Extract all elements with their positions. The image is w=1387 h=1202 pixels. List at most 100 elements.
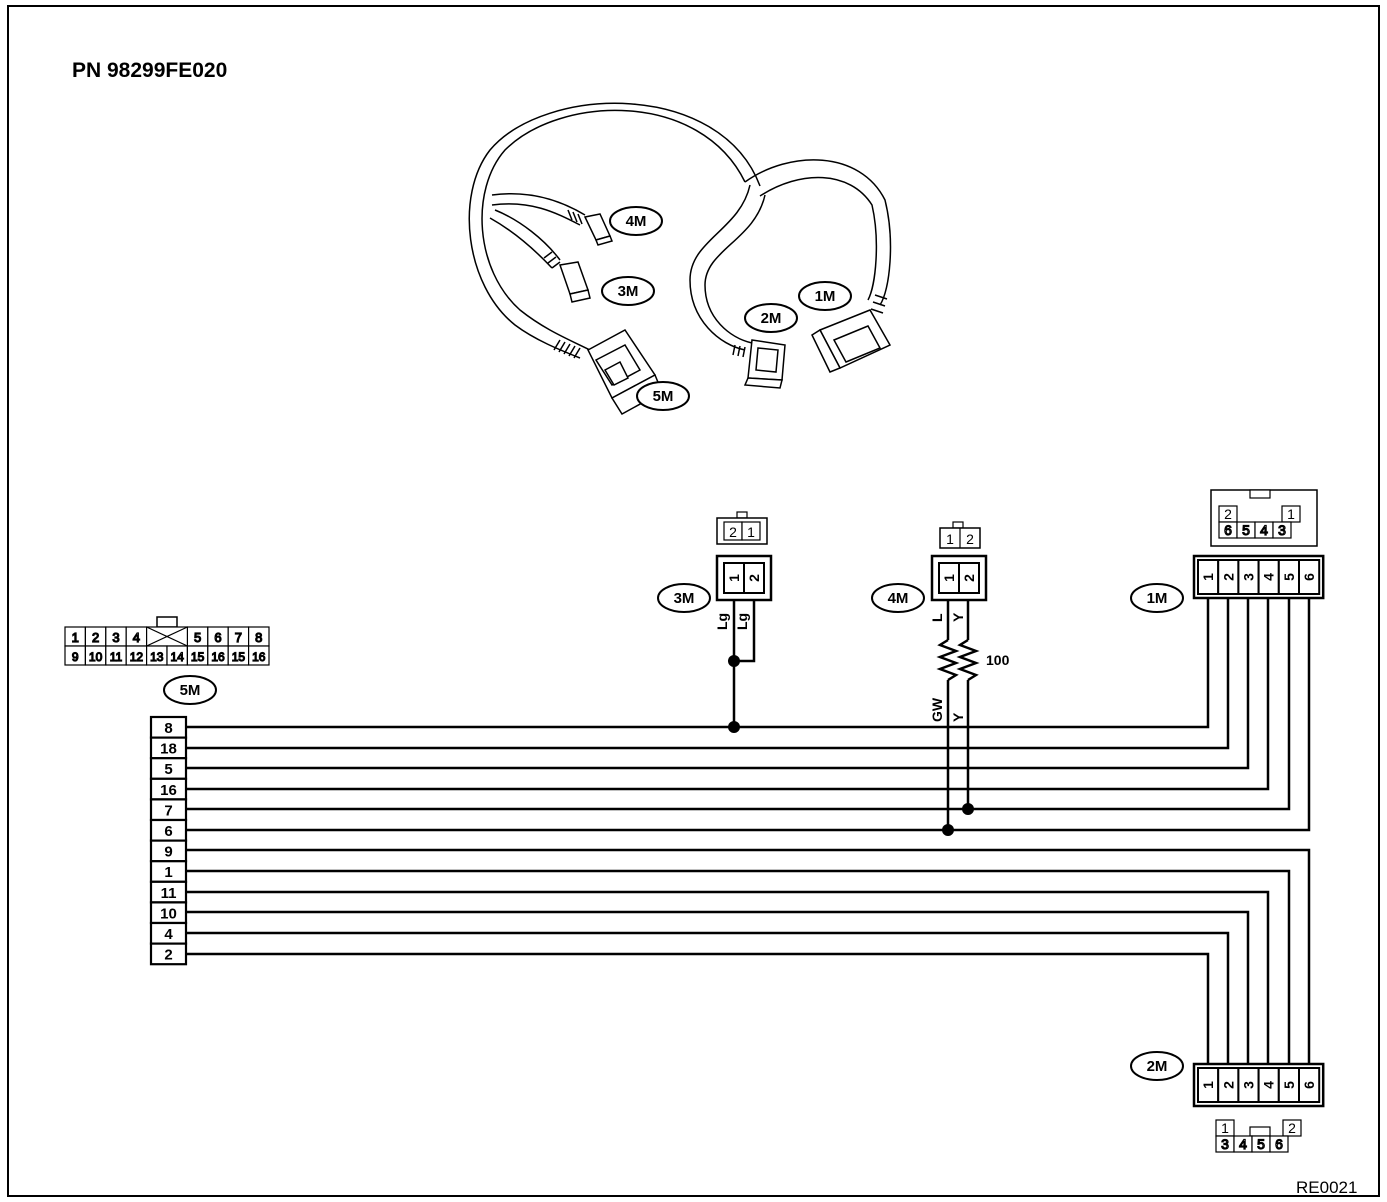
c2m-pin-label: 6 (1301, 1081, 1317, 1089)
c5m-face-label: 4 (133, 630, 140, 645)
label-3m: 3M (674, 590, 695, 607)
label-3m-harness: 3M (618, 283, 639, 300)
resistor-value: 100 (986, 652, 1010, 668)
c5m-pin-label: 6 (164, 823, 172, 840)
c5m-face-label: 10 (89, 650, 103, 664)
c5m-face-label: 13 (150, 650, 164, 664)
c5m-pin-label: 5 (164, 761, 172, 778)
c5m-face-label: 6 (214, 630, 221, 645)
c1m-pin-label: 2 (1220, 573, 1236, 581)
c5m-pin-cell (149, 942, 188, 966)
c5m-pin-label: 8 (164, 720, 172, 737)
label-4m-harness: 4M (626, 213, 647, 230)
oval-5m-harness (636, 381, 690, 411)
c4m-face-cell: 2 (966, 531, 974, 547)
c5m-pin-label: 4 (164, 926, 173, 943)
wire-color-lg-a: Lg (714, 613, 730, 630)
oval-3m-harness (601, 276, 655, 306)
oval-1m-harness (798, 281, 852, 311)
c4m-face-cell: 1 (946, 531, 954, 547)
c5m-pin-label: 18 (160, 741, 177, 758)
c2m-face-cell: 1 (1221, 1120, 1229, 1136)
c1m-pin-cell (1298, 559, 1321, 595)
c5m-pin-label: 7 (164, 802, 172, 819)
harness-connector-1m (811, 309, 892, 373)
harness-connector-2m (743, 339, 786, 389)
label-5m: 5M (180, 682, 201, 699)
oval-4m (871, 583, 925, 613)
c1m-face-label: 6 (1224, 522, 1232, 538)
c4m-pin: 1 (941, 574, 957, 582)
c5m-face-label: 5 (194, 630, 201, 645)
c1m-face-label: 5 (1242, 522, 1250, 538)
c1m-pin-label: 1 (1200, 573, 1216, 581)
c5m-face-label: 15 (191, 650, 205, 664)
c5m-face-label: 11 (110, 650, 123, 664)
c5m-face-label: 12 (130, 650, 144, 664)
c3m-pin: 2 (746, 574, 762, 582)
wires (186, 593, 1311, 1070)
label-2m-harness: 2M (761, 310, 782, 327)
c1m-pin-label: 5 (1281, 573, 1297, 581)
c2m-pin-label: 1 (1200, 1081, 1216, 1089)
c2m-pin-cell (1298, 1067, 1321, 1103)
oval-5m (163, 675, 217, 705)
harness-connector-4m (583, 213, 614, 246)
connector-4m-body: 1 2 (930, 554, 988, 602)
c2m-pin-label: 3 (1241, 1081, 1257, 1089)
c3m-pin: 1 (726, 574, 742, 582)
c5m-pin-label: 2 (164, 947, 172, 964)
c2m-face-cell (1269, 1135, 1289, 1153)
c5m-face-label: 16 (211, 650, 225, 664)
wire-color-y-bottom: Y (950, 712, 966, 722)
c5m-face-cell (248, 645, 270, 666)
c2m-face-cell: 2 (1288, 1120, 1296, 1136)
connector-4m-face: 1 2 (939, 521, 981, 549)
diagram-frame (7, 5, 1380, 1197)
c1m-face-label: 4 (1260, 522, 1268, 538)
c3m-face-cell: 2 (729, 524, 737, 540)
connector-3m-face: 2 1 (716, 511, 768, 545)
c5m-face-label: 3 (112, 630, 119, 645)
c5m-pin-label: 10 (160, 905, 177, 922)
label-1m: 1M (1147, 590, 1168, 607)
harness-connector-3m (559, 261, 591, 303)
wire-color-lg-b: Lg (734, 613, 750, 630)
c1m-face-cell (1272, 521, 1292, 539)
c5m-pin-label: 16 (160, 782, 177, 799)
c5m-pin-label: 11 (161, 885, 177, 902)
c5m-face-label: 8 (255, 630, 262, 645)
wire-color-gw: GW (929, 697, 945, 722)
c5m-face-label: 14 (171, 650, 185, 664)
oval-2m (1130, 1051, 1184, 1081)
c2m-pin-label: 2 (1220, 1081, 1236, 1089)
c3m-face-cell: 1 (747, 524, 755, 540)
c2m-face-label: 5 (1257, 1136, 1265, 1152)
c1m-pin-label: 3 (1241, 573, 1257, 581)
c5m-face-label: 15 (232, 650, 246, 664)
harness-illustration (468, 102, 892, 359)
wire-color-l: L (929, 613, 945, 622)
c5m-face-label: 1 (72, 630, 79, 645)
part-number-title: PN 98299FE020 (72, 59, 227, 82)
label-5m-harness: 5M (653, 388, 674, 405)
c5m-face-label: 7 (235, 630, 242, 645)
oval-1m (1130, 583, 1184, 613)
oval-3m (657, 583, 711, 613)
c2m-face-label: 3 (1221, 1136, 1229, 1152)
c5m-face-label: 9 (72, 650, 79, 664)
c2m-face-label: 4 (1239, 1136, 1247, 1152)
c2m-pin-label: 5 (1281, 1081, 1297, 1089)
c5m-face-label: 2 (92, 630, 99, 645)
c5m-pin-label: 1 (164, 864, 172, 881)
c1m-pin-label: 6 (1301, 573, 1317, 581)
c4m-pin: 2 (961, 574, 977, 582)
oval-4m-harness (609, 206, 663, 236)
connector-3m-body: 1 2 (715, 554, 773, 602)
c2m-pin-label: 4 (1261, 1081, 1277, 1089)
